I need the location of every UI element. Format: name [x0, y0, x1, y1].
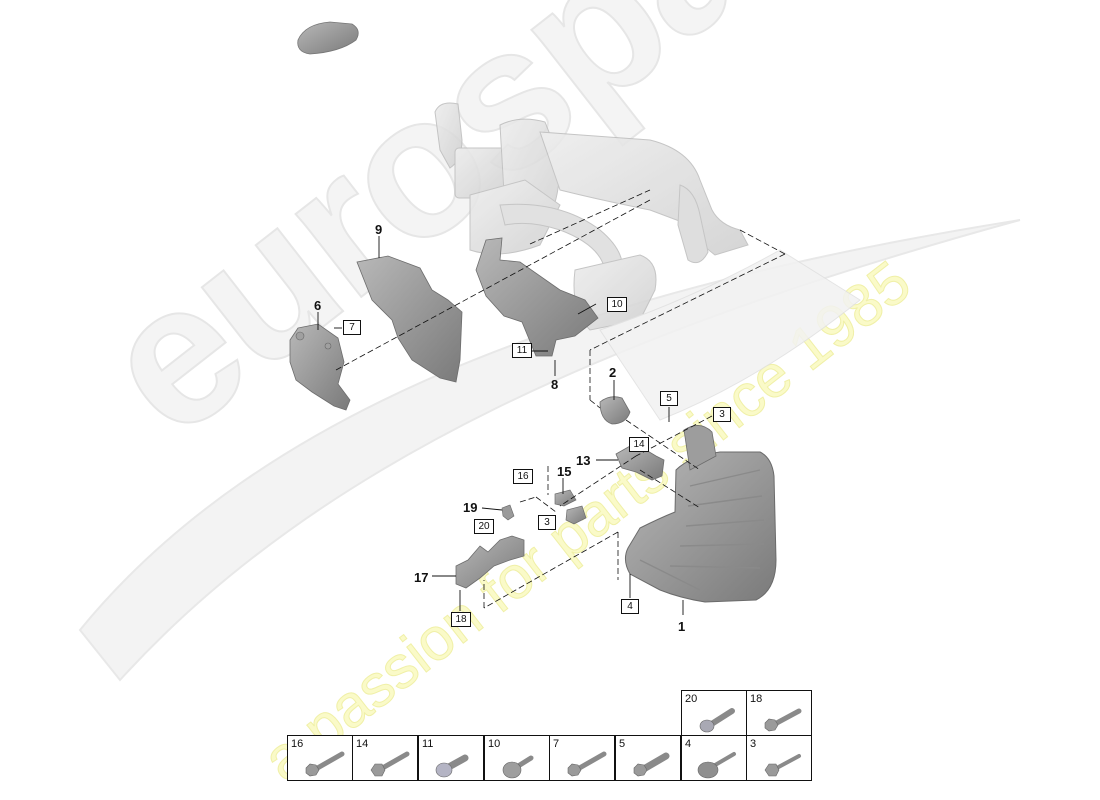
fastener-number: 11 — [422, 738, 434, 750]
exhaust-system-ghost — [434, 102, 861, 421]
fastener-number: 18 — [750, 693, 763, 705]
fastener-cell-11[interactable]: 11 — [418, 735, 484, 781]
washer-head-bolt-icon — [697, 752, 736, 779]
rubber-grommet-part — [297, 21, 359, 55]
torx-flange-bolt-icon — [567, 751, 607, 777]
fastener-number: 10 — [488, 738, 501, 750]
fastener-cell-4[interactable]: 4 — [681, 735, 747, 781]
callout-17[interactable]: 17 — [414, 570, 429, 585]
fastener-cell-10[interactable]: 10 — [484, 735, 550, 781]
boxed-label-16[interactable]: 16 — [513, 469, 533, 484]
callout-2[interactable]: 2 — [609, 365, 617, 380]
boxed-label-3[interactable]: 3 — [538, 515, 556, 530]
watermark-swoosh — [78, 219, 1021, 682]
fastener-cell-3[interactable]: 3 — [746, 735, 812, 781]
heat-shield-part-9 — [356, 255, 463, 383]
fastener-cell-20[interactable]: 20 — [681, 690, 747, 736]
torx-flange-bolt-icon — [305, 751, 345, 777]
fastener-cell-7[interactable]: 7 — [549, 735, 615, 781]
boxed-label-14[interactable]: 14 — [629, 437, 649, 452]
boxed-label-11[interactable]: 11 — [512, 343, 532, 358]
fastener-cell-5[interactable]: 5 — [615, 735, 681, 781]
fastener-number: 5 — [619, 738, 626, 750]
pan-head-screw-icon — [435, 754, 469, 778]
torx-stud-bolt-icon — [633, 752, 670, 777]
washer-head-screw-icon — [502, 755, 534, 779]
mounting-bracket-part-6 — [289, 323, 351, 411]
hex-flange-bolt-icon — [370, 751, 410, 777]
callout-8[interactable]: 8 — [551, 377, 559, 392]
callout-9[interactable]: 9 — [375, 222, 383, 237]
boxed-label-20[interactable]: 20 — [474, 519, 494, 534]
fastener-number: 3 — [750, 738, 757, 750]
callout-15[interactable]: 15 — [557, 464, 572, 479]
bracket-part-17 — [455, 535, 525, 589]
boxed-label-7[interactable]: 7 — [343, 320, 361, 335]
callout-1[interactable]: 1 — [678, 619, 686, 634]
clip-part-19 — [501, 504, 515, 521]
boxed-label-3[interactable]: 3 — [713, 407, 731, 422]
boxed-label-10[interactable]: 10 — [607, 297, 627, 312]
torx-flange-bolt-icon — [764, 708, 802, 732]
clamp-part-15 — [554, 489, 587, 525]
callout-6[interactable]: 6 — [314, 298, 322, 313]
dashed-assembly-lines — [335, 189, 786, 609]
callout-13[interactable]: 13 — [576, 453, 591, 468]
fastener-number: 20 — [685, 693, 698, 705]
boxed-label-5[interactable]: 5 — [660, 391, 678, 406]
fastener-number: 14 — [356, 738, 369, 750]
fastener-number: 7 — [553, 738, 560, 750]
boxed-label-18[interactable]: 18 — [451, 612, 471, 627]
hex-flange-bolt-icon — [764, 754, 801, 777]
pan-head-screw-icon — [699, 708, 735, 733]
rubber-mount-part-2 — [599, 396, 631, 425]
boxed-label-4[interactable]: 4 — [621, 599, 639, 614]
fastener-number: 16 — [291, 738, 304, 750]
leader-lines — [317, 236, 684, 615]
callout-19[interactable]: 19 — [463, 500, 478, 515]
fastener-cell-18[interactable]: 18 — [746, 690, 812, 736]
fastener-cell-14[interactable]: 14 — [352, 735, 418, 781]
fastener-number: 4 — [685, 738, 692, 750]
heat-shield-part-8 — [475, 237, 599, 357]
muffler-part-1 — [624, 425, 777, 603]
fastener-cell-16[interactable]: 16 — [287, 735, 353, 781]
